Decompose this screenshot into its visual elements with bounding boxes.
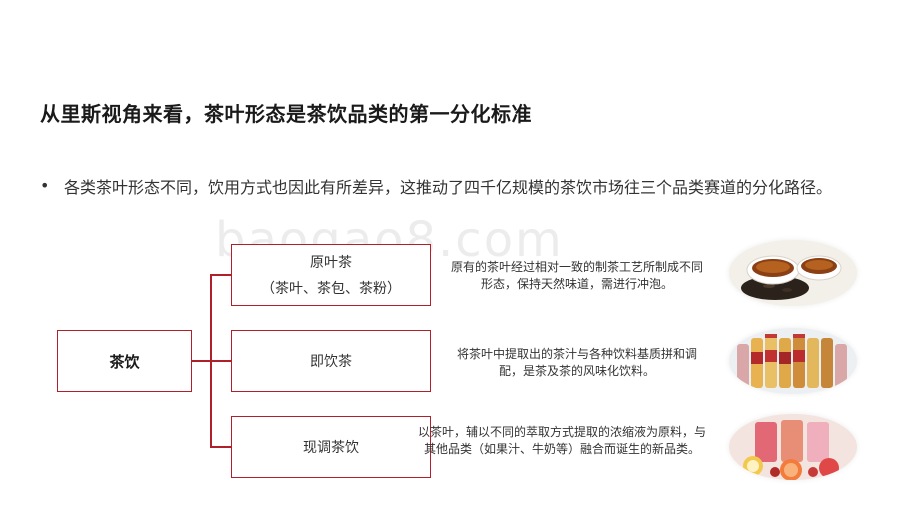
bottled-tea-image (729, 328, 857, 394)
root-node-label: 茶饮 (109, 352, 140, 371)
branch-node-leaf-tea: 原叶茶 （茶叶、茶包、茶粉） (231, 244, 431, 306)
connector-root-horizontal (192, 360, 211, 362)
slide-title: 从里斯视角来看，茶叶形态是茶饮品类的第一分化标准 (40, 102, 532, 126)
bullet-text: 各类茶叶形态不同，饮用方式也因此有所差异，这推动了四千亿规模的茶饮市场往三个品类… (64, 178, 833, 197)
bullet-dot: • (40, 176, 50, 195)
connector-branch-2 (210, 360, 231, 362)
branch-node-label: 现调茶饮 (303, 440, 359, 456)
branch-node-rtd-tea: 即饮茶 (231, 330, 431, 392)
branch-description-rtd-tea: 将茶叶中提取出的茶汁与各种饮料基质拼和调配，是茶及茶的风味化饮料。 (456, 347, 697, 378)
branch-node-sublabel: （茶叶、茶包、茶粉） (261, 281, 401, 297)
fruit-tea-image (729, 414, 857, 480)
branch-node-label: 即饮茶 (310, 354, 352, 370)
connector-branch-1 (210, 274, 231, 276)
tea-cups-image (729, 240, 857, 306)
connector-branch-3 (210, 446, 231, 448)
branch-description-fresh-tea: 以茶叶，辅以不同的萃取方式提取的浓缩液为原料，与其他品类（如果汁、牛奶等）融合而… (417, 425, 706, 456)
root-node-tea-drinks: 茶饮 (57, 330, 192, 392)
branch-description-leaf-tea: 原有的茶叶经过相对一致的制茶工艺所制成不同形态，保持天然味道，需进行冲泡。 (450, 260, 703, 291)
bullet-point: • 各类茶叶形态不同，饮用方式也因此有所差异，这推动了四千亿规模的茶饮市场往三个… (40, 176, 880, 200)
branch-node-fresh-tea: 现调茶饮 (231, 416, 431, 478)
branch-node-label: 原叶茶 (310, 255, 352, 271)
